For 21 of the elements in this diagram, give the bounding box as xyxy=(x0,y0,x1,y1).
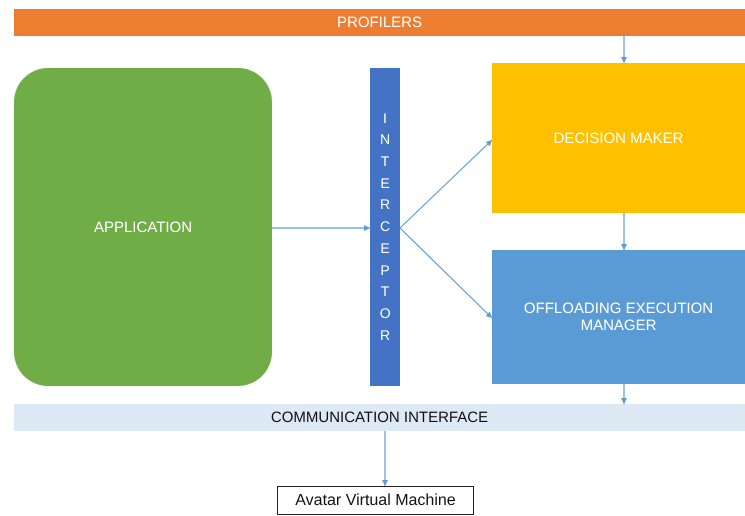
node-label: INTERCEPTOR xyxy=(380,108,390,345)
process-box xyxy=(277,486,474,515)
node-label: APPLICATION xyxy=(92,218,194,236)
node-label: COMMUNICATION INTERFACE xyxy=(270,409,490,426)
node-label: Avatar Virtual Machine xyxy=(294,492,457,510)
process-box xyxy=(14,68,272,386)
node-label: PROFILERS xyxy=(336,14,424,31)
arrow xyxy=(272,225,370,231)
process-box xyxy=(492,63,745,213)
process-bar xyxy=(14,9,745,36)
arrow xyxy=(382,431,388,486)
arrow xyxy=(621,384,627,404)
process-bar xyxy=(370,68,400,386)
process-bar xyxy=(14,404,745,431)
node-label: DECISION MAKER xyxy=(552,130,685,146)
arrow xyxy=(621,213,627,250)
process-box xyxy=(492,250,745,384)
arrow xyxy=(621,36,627,63)
arrow xyxy=(400,228,492,318)
node-label: OFFLOADING EXECUTION MANAGER xyxy=(522,300,714,334)
arrow xyxy=(400,140,492,228)
